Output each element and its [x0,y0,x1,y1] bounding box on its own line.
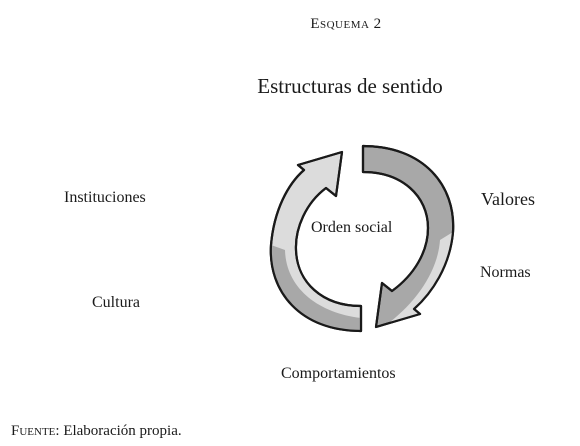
figure-label: Esquema 2 [310,16,382,32]
cycle-arrow-right-band [390,232,453,322]
source-text: Elaboración propia. [63,423,182,439]
label-cultura: Cultura [92,294,140,311]
source-key: Fuente: [11,423,60,439]
label-normas: Normas [480,264,531,281]
source-note: Fuente: Elaboración propia. [11,423,182,440]
label-orden-social: Orden social [311,219,393,236]
label-valores: Valores [481,189,535,209]
figure-title: Estructuras de sentido [257,74,443,98]
label-instituciones: Instituciones [64,189,146,206]
label-comportamientos: Comportamientos [281,365,396,382]
cycle-arrow-left-band [270,245,361,331]
cycle-diagram [269,144,455,333]
